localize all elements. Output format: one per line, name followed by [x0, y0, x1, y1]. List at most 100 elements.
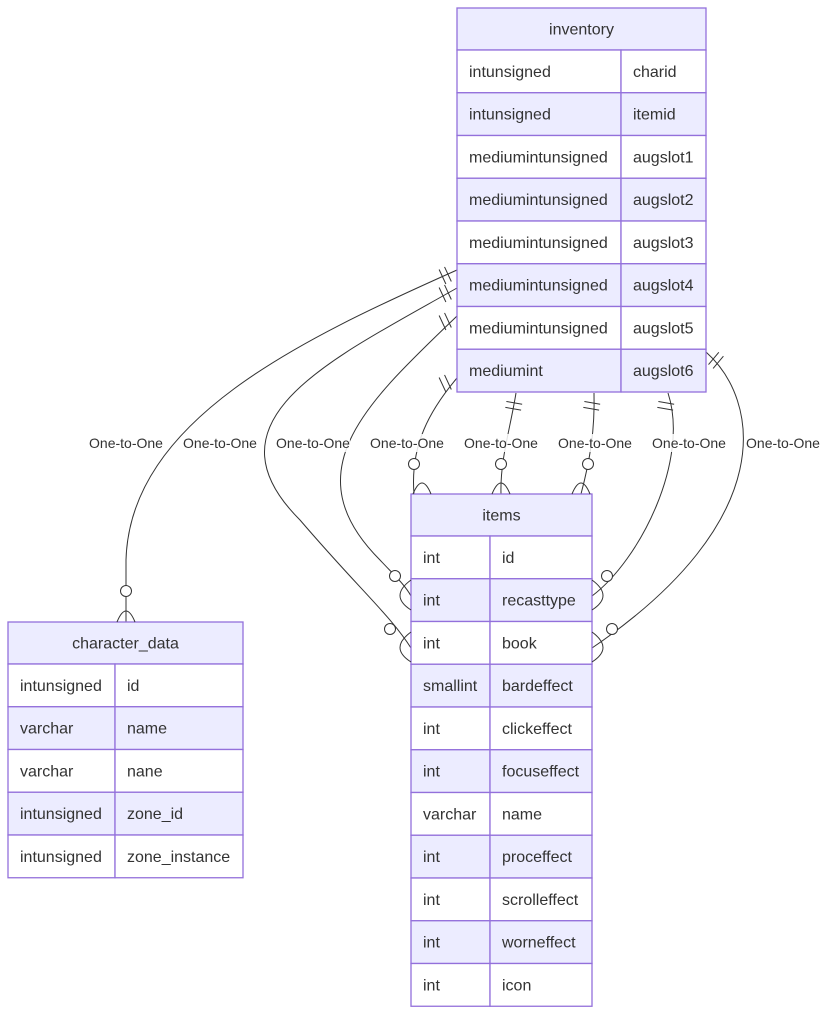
attribute-name: name — [127, 721, 167, 738]
attribute-type-cell — [7, 834, 116, 879]
attribute-name: zone_id — [127, 806, 183, 823]
attribute-name: augslot5 — [633, 320, 694, 337]
relationship-label-text: One-to-One — [464, 435, 538, 451]
many-marker — [399, 631, 412, 663]
attribute-name: augslot4 — [633, 278, 694, 295]
attribute-type: intunsigned — [469, 107, 551, 124]
attribute-name-cell — [489, 663, 593, 708]
relationship-label-text: One-to-One — [183, 435, 257, 451]
attribute-type-cell — [410, 663, 491, 708]
attribute-row: mediumintunsigned augslot5 — [456, 305, 707, 350]
attribute-name: book — [502, 635, 538, 652]
entity-title: inventory — [549, 22, 614, 39]
attribute-type: mediumintunsigned — [469, 149, 608, 166]
zero-marker — [408, 458, 420, 470]
attribute-row: intunsigned charid — [456, 49, 707, 94]
relationship-label: One-to-One — [276, 434, 350, 452]
attribute-type-cell — [410, 877, 491, 922]
attribute-type: intunsigned — [20, 849, 102, 866]
attribute-name: charid — [633, 64, 677, 81]
attribute-row: int worneffect — [410, 920, 593, 965]
attribute-name: icon — [502, 977, 531, 994]
zero-marker — [606, 623, 618, 635]
one-marker — [438, 312, 452, 331]
attribute-row: mediumintunsigned augslot1 — [456, 134, 707, 179]
attribute-name: augslot1 — [633, 149, 694, 166]
attribute-name-cell — [620, 92, 707, 137]
attribute-name-cell — [489, 920, 593, 965]
relationship-label: One-to-One — [89, 434, 163, 452]
attribute-name: worneffect — [501, 935, 576, 952]
attribute-type-cell — [456, 263, 622, 308]
zero-marker — [495, 458, 507, 470]
attribute-name-cell — [114, 748, 244, 793]
zero-marker — [389, 570, 401, 582]
attribute-name: recasttype — [502, 593, 576, 610]
attribute-row: intunsigned zone_instance — [7, 834, 244, 879]
attribute-name-cell — [489, 962, 593, 1007]
attribute-type-cell — [410, 962, 491, 1007]
relationship-label-text: One-to-One — [276, 435, 350, 451]
attribute-name: name — [502, 806, 542, 823]
attribute-type-cell — [456, 177, 622, 222]
attribute-name-cell — [489, 834, 593, 879]
attribute-name: bardeffect — [502, 678, 573, 695]
attribute-type: intunsigned — [469, 64, 551, 81]
zero-marker — [601, 570, 613, 582]
attribute-name-cell — [114, 663, 244, 708]
attribute-name-cell — [620, 305, 707, 350]
attribute-row: mediumintunsigned augslot4 — [456, 263, 707, 308]
attribute-name-cell — [620, 348, 707, 393]
attribute-type: int — [423, 721, 440, 738]
entity-header — [410, 493, 593, 537]
attribute-name: scrolleffect — [502, 892, 579, 909]
attribute-type-cell — [410, 620, 491, 665]
attribute-name: augslot3 — [633, 235, 694, 252]
many-marker — [591, 631, 604, 663]
zero-marker — [384, 623, 396, 635]
attribute-type: intunsigned — [20, 678, 102, 695]
attribute-name-cell — [620, 220, 707, 265]
attribute-type-cell — [456, 134, 622, 179]
attribute-type: int — [423, 593, 440, 610]
relationship-label-text: One-to-One — [746, 435, 820, 451]
attribute-name: clickeffect — [502, 721, 573, 738]
attribute-type: int — [423, 849, 440, 866]
attribute-row: intunsigned id — [7, 663, 244, 708]
relationship-label: One-to-One — [464, 434, 538, 452]
attribute-row: int recasttype — [410, 578, 593, 623]
attribute-name: id — [127, 678, 139, 695]
relationship-label-text: One-to-One — [558, 435, 632, 451]
one-marker — [438, 284, 452, 303]
attribute-type-cell — [410, 535, 491, 580]
attribute-type-cell — [410, 706, 491, 751]
attribute-name: focuseffect — [502, 764, 580, 781]
attribute-type: int — [423, 935, 440, 952]
relationship-label: One-to-One — [183, 434, 257, 452]
attribute-row: int clickeffect — [410, 706, 593, 751]
attribute-name-cell — [620, 134, 707, 179]
one-marker — [583, 400, 601, 411]
relationship-label: One-to-One — [558, 434, 632, 452]
attribute-name-cell — [489, 791, 593, 836]
relationship-line — [591, 392, 674, 597]
attribute-type: mediumintunsigned — [469, 278, 608, 295]
attribute-name-cell — [114, 834, 244, 879]
attribute-type: mediumintunsigned — [469, 320, 608, 337]
attribute-type-cell — [7, 748, 116, 793]
attribute-name: zone_instance — [127, 849, 230, 866]
attribute-type-cell — [7, 706, 116, 751]
one-marker — [438, 266, 452, 285]
